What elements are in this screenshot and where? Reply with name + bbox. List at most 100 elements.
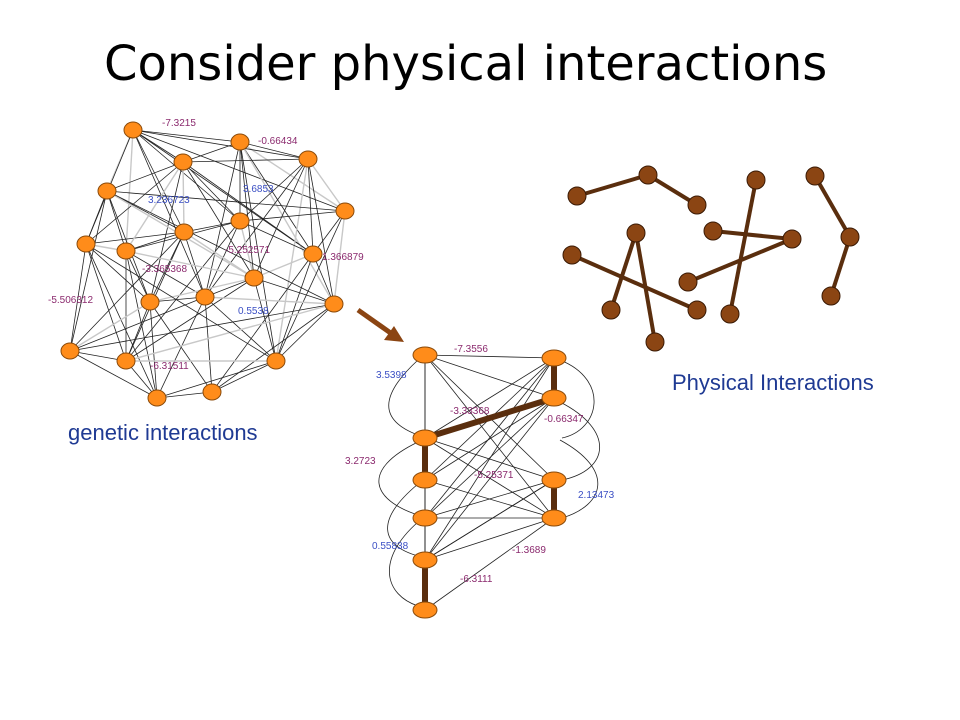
genetic-edge-weight: 1.366879 bbox=[322, 252, 364, 263]
genetic-edge-weight: 3.236723 bbox=[148, 195, 190, 206]
genetic-edge bbox=[253, 158, 309, 279]
combined-edge-weight: 3.2723 bbox=[345, 456, 376, 467]
genetic-edge bbox=[182, 161, 241, 222]
physical-node bbox=[687, 300, 707, 320]
genetic-edge bbox=[239, 141, 255, 279]
combined-edge-weight: 0.55838 bbox=[372, 541, 409, 552]
combined-curved-edge bbox=[559, 439, 599, 519]
genetic-node bbox=[298, 150, 318, 168]
physical-edge bbox=[634, 232, 657, 343]
genetic-edge bbox=[307, 158, 346, 212]
genetic-edge bbox=[85, 243, 151, 303]
genetic-node bbox=[76, 235, 96, 253]
genetic-edge bbox=[132, 129, 206, 298]
genetic-network-edges bbox=[69, 129, 346, 399]
physical-node bbox=[821, 286, 841, 306]
genetic-node bbox=[324, 295, 344, 313]
genetic-edge-weight: 3.6853 bbox=[243, 184, 274, 195]
combined-node bbox=[541, 509, 567, 527]
combined-network-physical-edges bbox=[422, 358, 557, 610]
combined-node bbox=[412, 601, 438, 619]
genetic-edge bbox=[132, 129, 241, 222]
genetic-edge bbox=[312, 253, 335, 305]
genetic-edge bbox=[132, 129, 241, 143]
combined-curved-edge bbox=[378, 441, 419, 516]
genetic-node bbox=[116, 352, 136, 370]
physical-node bbox=[840, 227, 860, 247]
physical-node bbox=[720, 304, 740, 324]
genetic-edge bbox=[183, 220, 241, 233]
genetic-edge bbox=[333, 210, 346, 305]
genetic-node bbox=[230, 133, 250, 151]
combined-node bbox=[541, 471, 567, 489]
combined-edge bbox=[424, 479, 555, 519]
genetic-edge bbox=[132, 129, 309, 160]
genetic-edge-weight: -3.365368 bbox=[142, 264, 187, 275]
physical-node bbox=[567, 186, 587, 206]
combined-edge-weight: -7.3556 bbox=[454, 344, 488, 355]
combined-network-nodes bbox=[412, 346, 567, 619]
genetic-edge bbox=[149, 301, 213, 393]
genetic-edge bbox=[156, 360, 277, 399]
genetic-edge bbox=[182, 141, 241, 163]
genetic-edge bbox=[69, 296, 206, 352]
genetic-edge bbox=[125, 250, 206, 298]
genetic-node bbox=[266, 352, 286, 370]
genetic-edge bbox=[239, 220, 255, 279]
genetic-node bbox=[230, 212, 250, 230]
genetic-edge bbox=[253, 253, 314, 279]
genetic-node bbox=[244, 269, 264, 287]
combined-edge bbox=[424, 354, 555, 359]
genetic-node bbox=[60, 342, 80, 360]
physical-node bbox=[645, 332, 665, 352]
combined-node bbox=[541, 349, 567, 367]
combined-node bbox=[412, 551, 438, 569]
genetic-edge bbox=[204, 141, 241, 298]
genetic-edge-weight: -5.252571 bbox=[225, 245, 270, 256]
physical-node bbox=[805, 166, 825, 186]
physical-edge bbox=[609, 232, 638, 311]
combined-edge-weight: -6.3111 bbox=[460, 574, 493, 585]
genetic-edge bbox=[85, 243, 277, 362]
combined-edge bbox=[424, 357, 555, 439]
physical-node bbox=[626, 223, 646, 243]
genetic-edge bbox=[239, 220, 314, 255]
combined-edge-weight: -5.25371 bbox=[474, 470, 514, 481]
combined-network-edges bbox=[378, 354, 600, 611]
genetic-node bbox=[195, 288, 215, 306]
physical-edge bbox=[712, 229, 793, 241]
genetic-edge-weight: -7.3215 bbox=[162, 118, 196, 129]
genetic-node bbox=[147, 389, 167, 407]
genetic-edge bbox=[125, 250, 158, 399]
genetic-edge bbox=[239, 158, 309, 222]
genetic-edge bbox=[204, 296, 213, 393]
combined-edge bbox=[424, 397, 555, 481]
genetic-edge bbox=[125, 277, 255, 362]
genetic-edge bbox=[69, 303, 335, 352]
genetic-edge bbox=[182, 158, 309, 163]
combined-edge bbox=[424, 354, 555, 399]
genetic-network-nodes bbox=[60, 121, 355, 407]
physical-edge bbox=[576, 173, 649, 198]
genetic-network-labels: -7.3215 -0.66434 3.236723 3.6853 -5.252571 1.… bbox=[48, 118, 364, 372]
genetic-edge bbox=[239, 141, 335, 305]
genetic-edge bbox=[69, 190, 108, 352]
genetic-edge bbox=[182, 161, 185, 233]
genetic-edge bbox=[69, 350, 127, 362]
genetic-edge bbox=[69, 243, 87, 352]
genetic-edge bbox=[275, 210, 346, 362]
combined-edge-weight: 2.13473 bbox=[578, 490, 615, 501]
genetic-node bbox=[116, 242, 136, 260]
genetic-node bbox=[174, 223, 194, 241]
genetic-edge bbox=[253, 277, 277, 362]
genetic-node bbox=[303, 245, 323, 263]
genetic-node bbox=[173, 153, 193, 171]
genetic-edge-weight: -0.66434 bbox=[258, 136, 298, 147]
combined-curved-edge bbox=[388, 359, 419, 436]
genetic-node bbox=[97, 182, 117, 200]
combined-node bbox=[541, 389, 567, 407]
genetic-edge bbox=[239, 141, 346, 212]
genetic-edge bbox=[204, 220, 241, 298]
physical-node bbox=[687, 195, 707, 215]
